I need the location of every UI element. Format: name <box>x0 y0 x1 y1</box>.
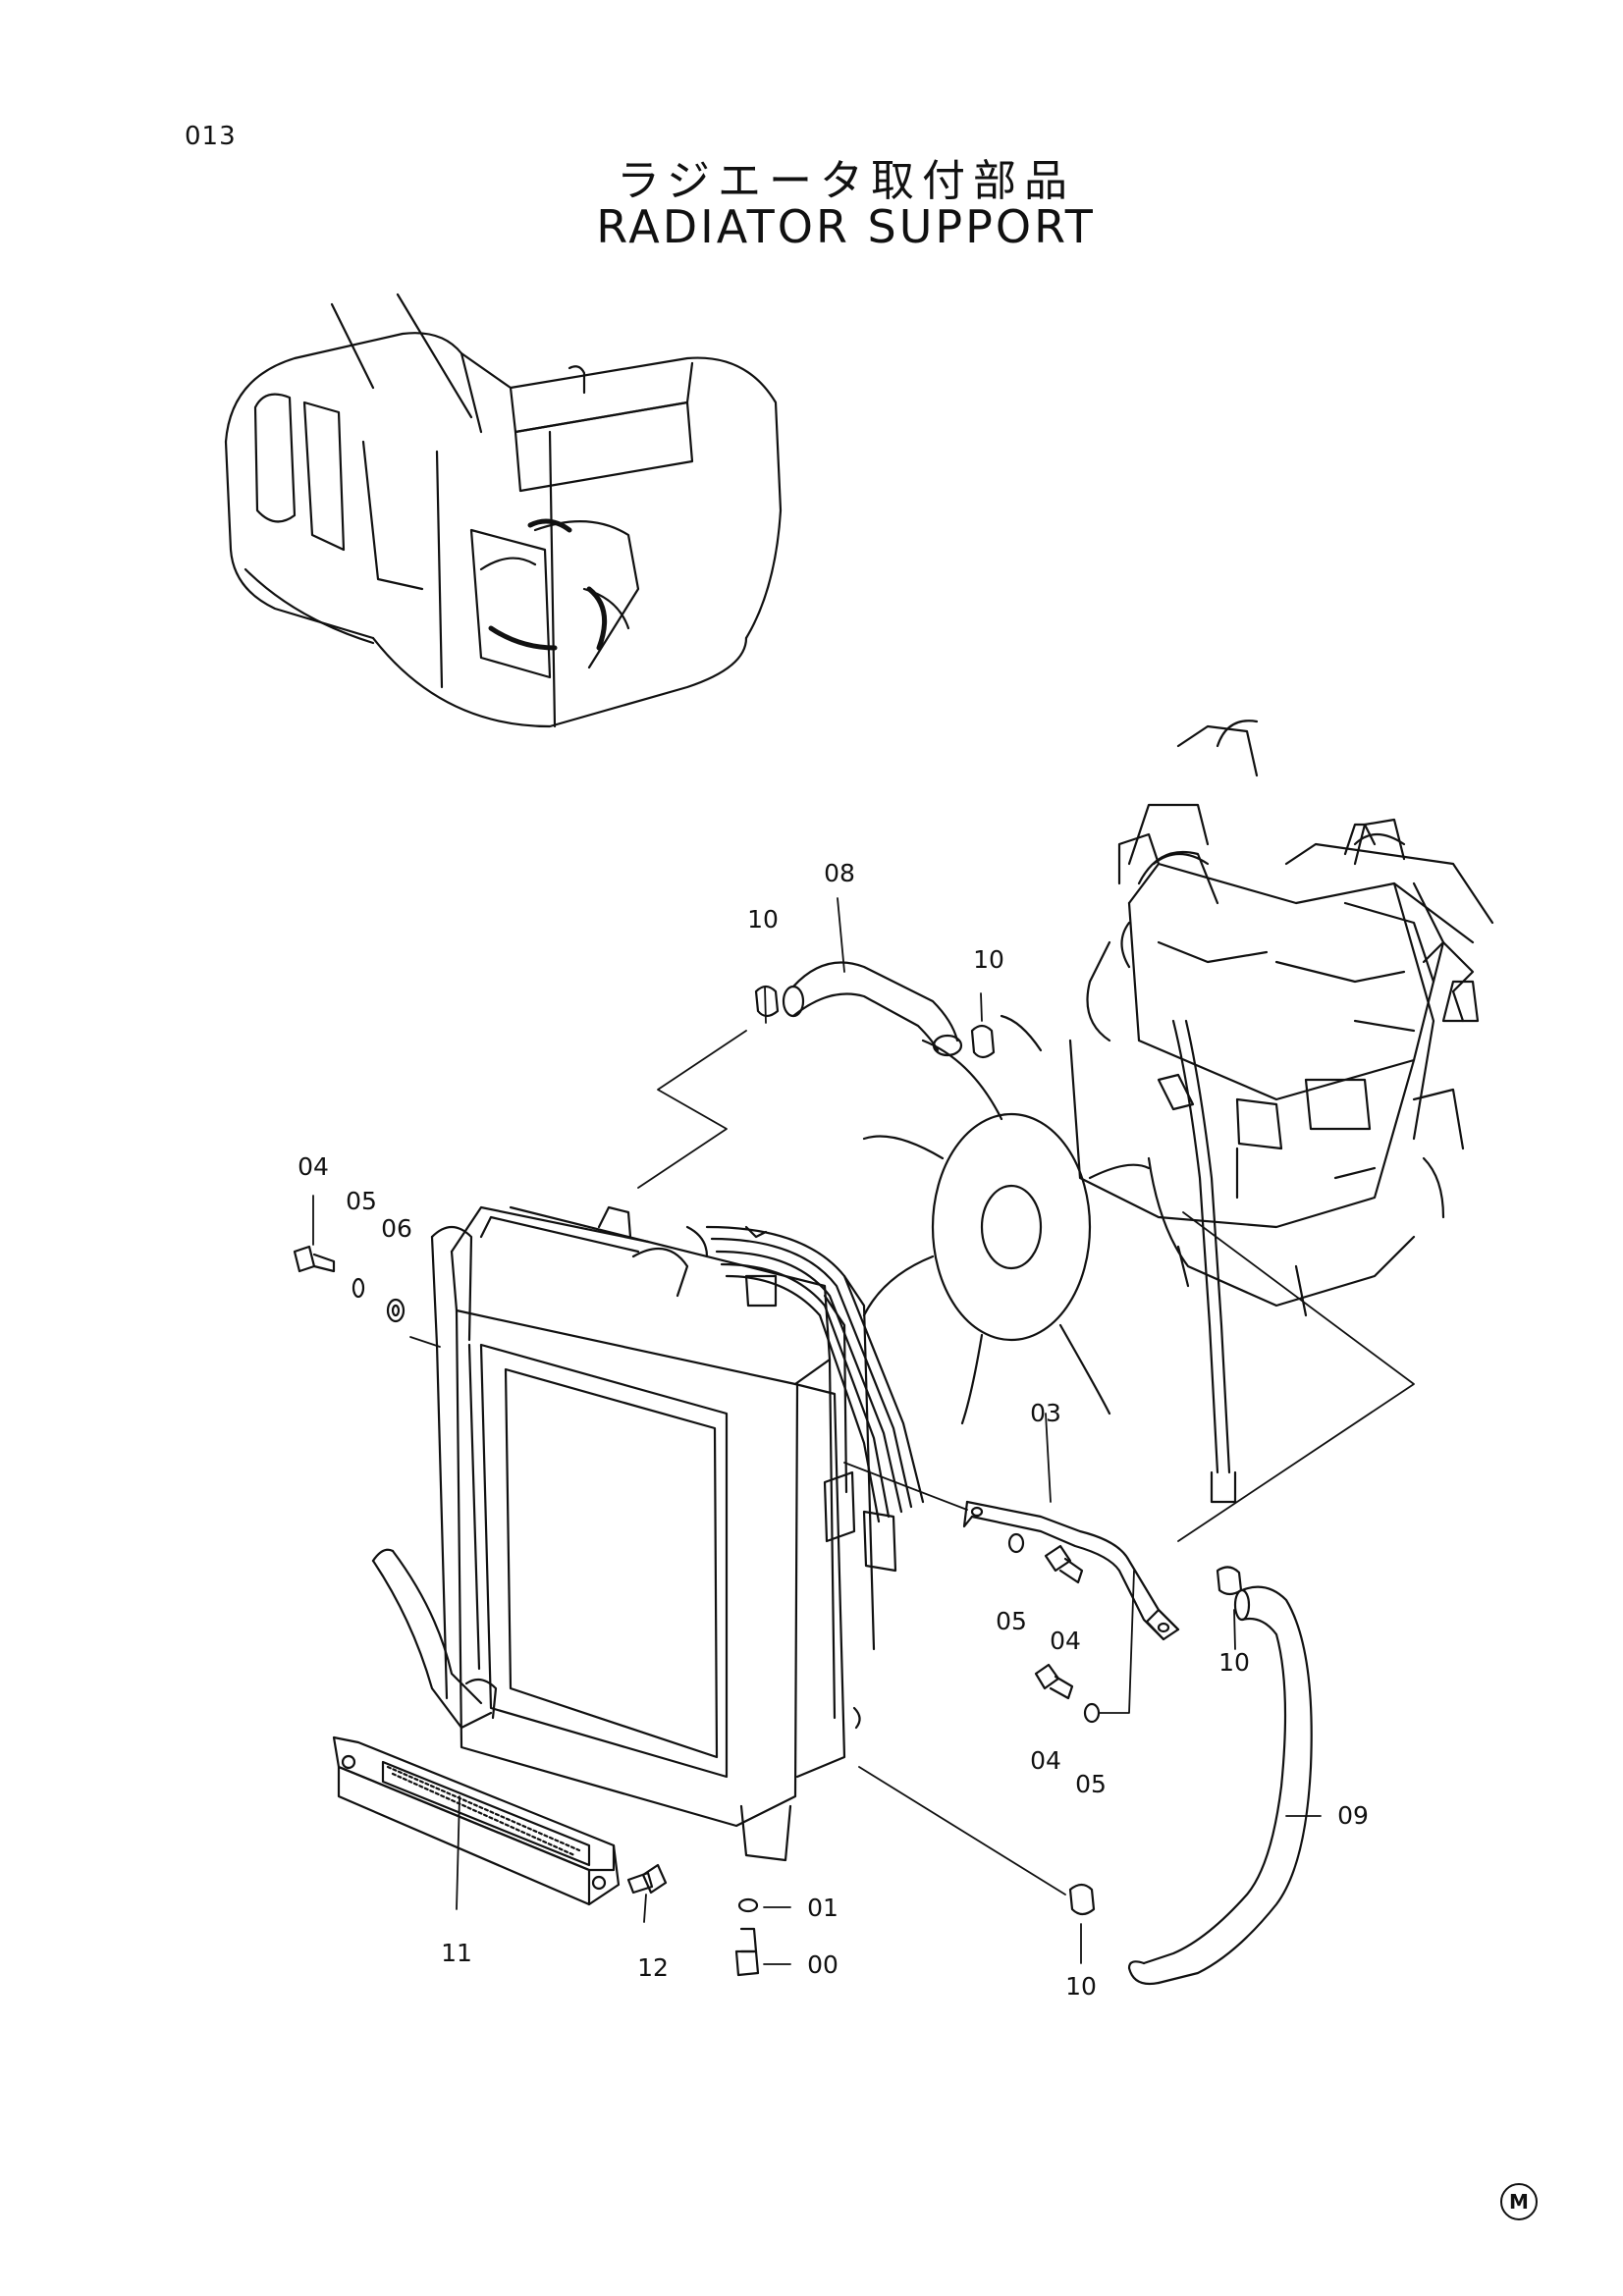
engine-assembly <box>1068 818 1494 1317</box>
cooling-fan <box>862 1014 1151 1425</box>
oil-level-gauge-tube <box>1171 1019 1237 1504</box>
fastener-hardware <box>293 985 1243 1977</box>
leader-lines <box>312 897 1415 1965</box>
callout-11: 11 <box>441 1939 472 1967</box>
radiator-assembly <box>450 1205 897 1862</box>
part-callouts: 08 10 10 04 05 06 03 05 04 10 04 05 09 1… <box>298 859 1369 2001</box>
callout-12: 12 <box>637 1953 669 1982</box>
stay-03 <box>962 1500 1180 1641</box>
page-title-japanese: ラジエータ取付部品 <box>616 156 1076 206</box>
callout-09: 09 <box>1337 1801 1369 1830</box>
callout-05-right-upper: 05 <box>996 1607 1027 1635</box>
callout-06: 06 <box>381 1214 412 1243</box>
undercover-11 <box>332 1735 621 1906</box>
callout-10-top-right: 10 <box>973 945 1004 974</box>
callout-08: 08 <box>824 859 855 887</box>
callout-10-right: 10 <box>1218 1648 1250 1677</box>
callout-10-top-left: 10 <box>747 905 779 934</box>
callout-04-right-lower: 04 <box>1030 1746 1061 1775</box>
left-side-hose <box>371 1225 498 1730</box>
corner-mark: M <box>1500 2183 1538 2220</box>
callout-04-right-upper: 04 <box>1050 1627 1081 1655</box>
callout-01: 01 <box>807 1894 839 1922</box>
radiator-side-harness <box>705 1225 925 1523</box>
callout-04-left: 04 <box>298 1152 329 1181</box>
page-title-english: RADIATOR SUPPORT <box>596 200 1096 253</box>
page-number: 013 <box>185 122 237 151</box>
callout-10-bottom: 10 <box>1065 1972 1097 2001</box>
callout-05-left: 05 <box>346 1187 377 1215</box>
lower-hose-09 <box>1127 1585 1313 1986</box>
upper-hose-08 <box>782 961 963 1057</box>
engine-top-detail <box>1127 720 1475 993</box>
excavator-location-view <box>224 293 783 728</box>
callout-05-right-lower: 05 <box>1075 1770 1107 1798</box>
callout-03: 03 <box>1030 1399 1061 1427</box>
callout-00: 00 <box>807 1950 839 1979</box>
